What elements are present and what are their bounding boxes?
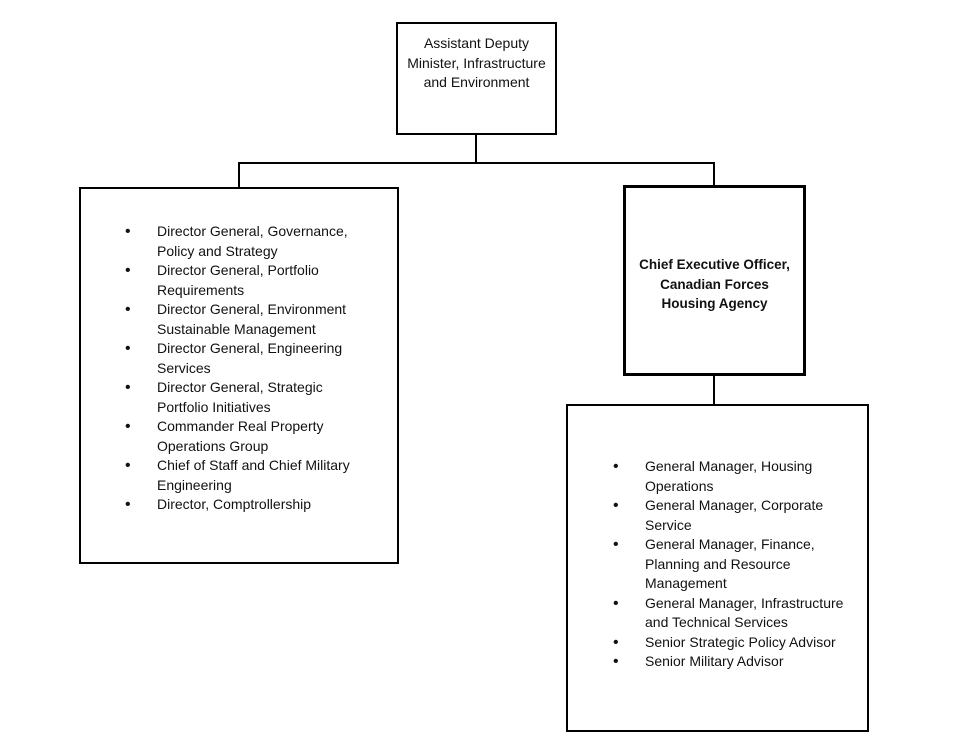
bullet-icon: • [125, 496, 131, 513]
bullet-icon: • [125, 301, 131, 318]
bullet-icon: • [613, 458, 619, 475]
connector-horizontal [238, 162, 715, 164]
list-item: • General Manager, Finance, Planning and … [613, 535, 863, 594]
list-item: • Director General, Portfolio Requirement… [125, 261, 365, 300]
connector-ceo-down [713, 375, 715, 405]
list-item: • General Manager, Infrastructure and Tec… [613, 594, 863, 633]
bullet-icon: • [613, 536, 619, 553]
list-item-label: Chief of Staff and Chief Military Engine… [157, 457, 350, 493]
list-item-label: Director General, Governance, Policy and… [157, 223, 348, 259]
list-item: • Commander Real Property Operations Grou… [125, 417, 365, 456]
list-item-label: General Manager, Finance, Planning and R… [645, 536, 815, 591]
bullet-icon: • [613, 653, 619, 670]
bullet-icon: • [125, 379, 131, 396]
list-item: • Director General, Governance, Policy an… [125, 222, 365, 261]
list-item-label: Senior Strategic Policy Advisor [645, 633, 836, 650]
bullet-icon: • [613, 633, 619, 651]
left-group-node: • Director General, Governance, Policy an… [79, 187, 399, 564]
right-group-node: • General Manager, Housing Operations • Ge… [566, 404, 869, 732]
list-item: • General Manager, Housing Operations [613, 457, 863, 496]
bullet-icon: • [613, 497, 619, 514]
list-item-label: General Manager, Housing Operations [645, 458, 813, 494]
right-group-list: • General Manager, Housing Operations • Ge… [613, 457, 863, 672]
root-node-label: Assistant Deputy Minister, Infrastructur… [407, 35, 546, 90]
connector-root-down [475, 134, 477, 163]
list-item-label: Commander Real Property Operations Group [157, 418, 324, 454]
root-node: Assistant Deputy Minister, Infrastructur… [396, 22, 557, 135]
list-item: • General Manager, Corporate Service [613, 496, 863, 535]
list-item-label: Director General, Portfolio Requirements [157, 262, 319, 298]
bullet-icon: • [125, 340, 131, 357]
bullet-icon: • [125, 457, 131, 474]
bullet-icon: • [125, 262, 131, 279]
bullet-icon: • [613, 594, 619, 612]
list-item: • Senior Military Advisor [613, 652, 863, 672]
list-item: • Director General, Engineering Services [125, 339, 365, 378]
list-item-label: Director General, Engineering Services [157, 340, 343, 376]
list-item-label: Director General, Environment Sustainabl… [157, 301, 347, 337]
list-item: • Chief of Staff and Chief Military Engin… [125, 456, 365, 495]
left-group-list: • Director General, Governance, Policy an… [125, 222, 365, 515]
list-item: • Director, Comptrollership [125, 495, 365, 515]
ceo-node-label: Chief Executive Officer, Canadian Forces… [639, 257, 790, 311]
list-item: • Director General, Environment Sustainab… [125, 300, 365, 339]
list-item-label: Director General, Strategic Portfolio In… [157, 379, 323, 415]
list-item-label: Director, Comptrollership [157, 496, 312, 512]
list-item-label: General Manager, Infrastructure and Tech… [645, 594, 844, 631]
list-item-label: General Manager, Corporate Service [645, 497, 824, 533]
connector-right-drop [713, 162, 715, 186]
ceo-node: Chief Executive Officer, Canadian Forces… [623, 185, 806, 376]
list-item-label: Senior Military Advisor [645, 653, 784, 669]
list-item: • Director General, Strategic Portfolio I… [125, 378, 365, 417]
bullet-icon: • [125, 223, 131, 240]
list-item: • Senior Strategic Policy Advisor [613, 633, 863, 653]
connector-left-drop [238, 162, 240, 188]
bullet-icon: • [125, 418, 131, 435]
